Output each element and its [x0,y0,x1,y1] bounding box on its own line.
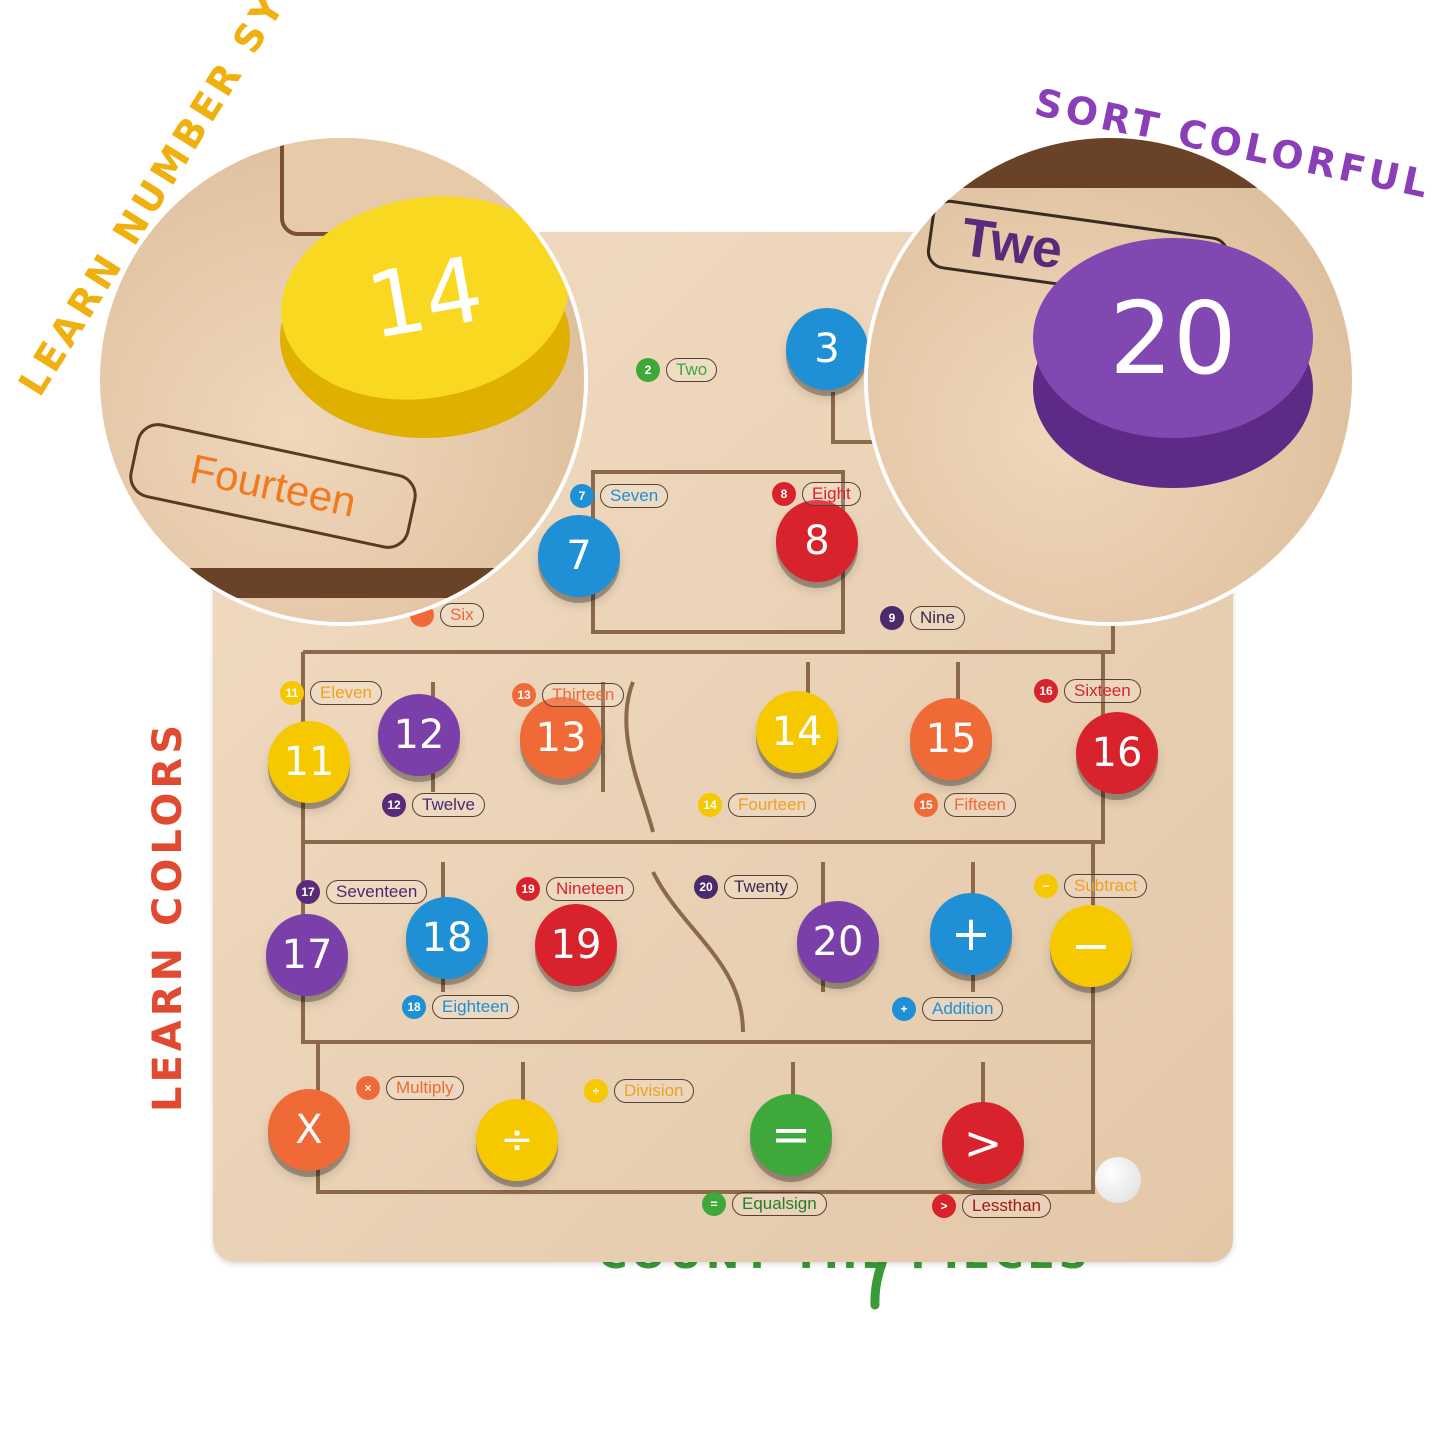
disc-equals[interactable]: = [750,1094,832,1176]
disc-17[interactable]: 17 [266,914,348,996]
label-multiply: ×Multiply [356,1076,464,1100]
zoom-slot-right [868,138,1352,188]
disc-13[interactable]: 13 [520,697,602,779]
zoom-groove [100,568,584,598]
disc-8[interactable]: 8 [776,500,858,582]
label-equalsign: =Equalsign [702,1192,827,1216]
disc-19[interactable]: 19 [535,904,617,986]
disc-divide[interactable]: ÷ [476,1099,558,1181]
label-six: Six [410,603,484,627]
zoom-circle-twenty: Twe 20 [868,138,1352,622]
disc-greater[interactable]: > [942,1102,1024,1184]
label-addition: +Addition [892,997,1004,1021]
disc-multiply[interactable]: X [268,1089,350,1171]
zoom-disc-top-right: 20 [1033,238,1313,438]
zoom-circle-fourteen: 14 Fourteen [100,138,584,622]
disc-18[interactable]: 18 [406,897,488,979]
disc-minus[interactable]: − [1050,905,1132,987]
white-marble[interactable] [1095,1157,1141,1203]
disc-3[interactable]: 3 [786,308,868,390]
disc-14[interactable]: 14 [756,691,838,773]
disc-11[interactable]: 11 [268,721,350,803]
disc-15[interactable]: 15 [910,698,992,780]
label-lessthan: >Lessthan [932,1194,1051,1218]
disc-16[interactable]: 16 [1076,712,1158,794]
disc-plus[interactable]: + [930,893,1012,975]
disc-12[interactable]: 12 [378,694,460,776]
label-subtract: −Subtract [1034,874,1148,898]
disc-20[interactable]: 20 [797,901,879,983]
zoom-label-fourteen: Fourteen [125,419,421,553]
callout-learn-colors: Learn colors [145,720,191,1112]
label-division: ÷Division [584,1079,694,1103]
